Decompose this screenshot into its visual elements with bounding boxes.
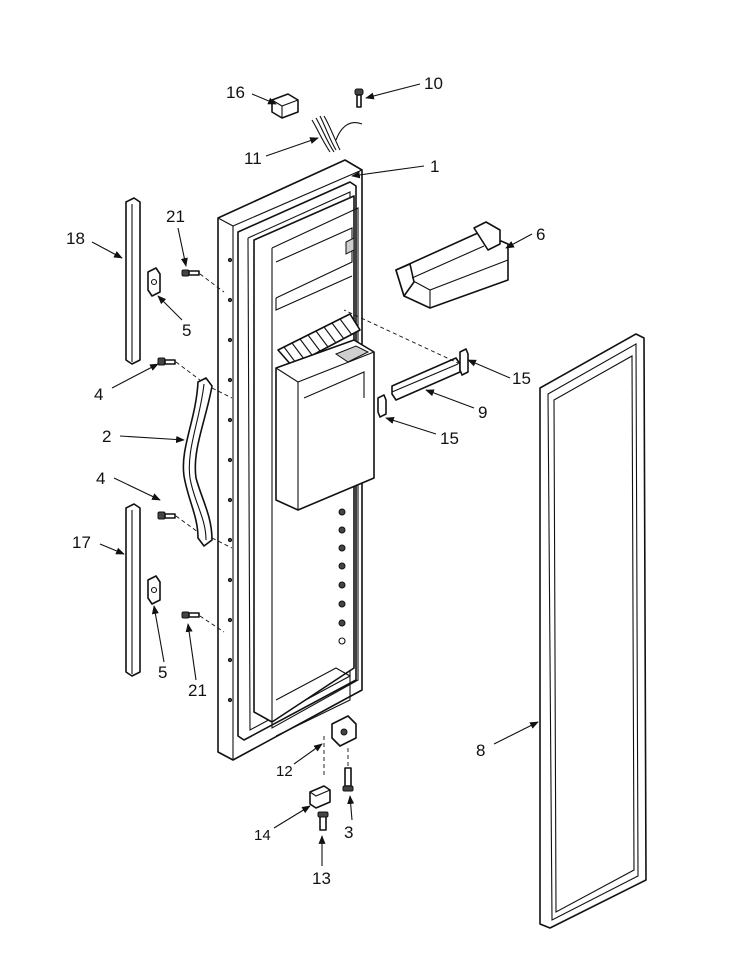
screw-10 [354,88,364,108]
callout-18: 18 [66,229,85,248]
door-shelf [395,221,509,309]
screw-4-lower [157,511,176,520]
flange-screws [227,257,233,703]
trim-strip-18 [125,197,141,365]
callout-4-upper: 4 [94,385,103,404]
control-holes [338,508,346,645]
callout-6: 6 [536,225,545,244]
callout-numbers: 16 10 11 1 21 18 6 5 15 4 9 2 15 4 17 5 … [66,74,545,888]
callout-21-upper: 21 [166,207,185,226]
callout-5-lower: 5 [158,663,167,682]
door-assembly [217,159,375,761]
callout-9: 9 [478,403,487,422]
hinge-screw-13 [317,811,329,831]
callout-16: 16 [226,83,245,102]
trim-strip-17 [125,503,141,677]
callout-15-lower: 15 [440,429,459,448]
ice-grid-lines [283,318,353,364]
callout-12: 12 [276,763,293,780]
shelf-retainer-bar [391,357,461,401]
callout-15-upper: 15 [512,369,531,388]
end-cap-15-lower [377,394,387,418]
hinge-screw-3 [342,767,354,792]
callout-14: 14 [254,827,271,844]
screw-21-lower [181,611,200,619]
door-handle [182,377,233,549]
callout-11: 11 [244,149,262,168]
callout-3: 3 [344,823,353,842]
hinge-block-14 [309,785,331,809]
callout-1: 1 [430,157,439,176]
callout-21-lower: 21 [188,681,207,700]
callout-17: 17 [72,533,91,552]
wire-connector [271,93,299,119]
clip-5-lower [147,575,161,605]
callout-8: 8 [476,741,485,760]
wire-harness [311,115,363,153]
leader-lines [91,83,539,866]
callout-2: 2 [102,427,111,446]
clip-5-upper [147,267,161,297]
callout-4-lower: 4 [96,469,105,488]
door-gasket [539,333,647,929]
callout-5-upper: 5 [182,321,191,340]
screw-21-upper [181,269,200,277]
callout-13: 13 [312,869,331,888]
callout-10: 10 [424,74,443,93]
end-cap-15-upper [459,348,469,376]
screw-4-upper [157,357,176,366]
hinge-bracket-upper [331,715,357,747]
